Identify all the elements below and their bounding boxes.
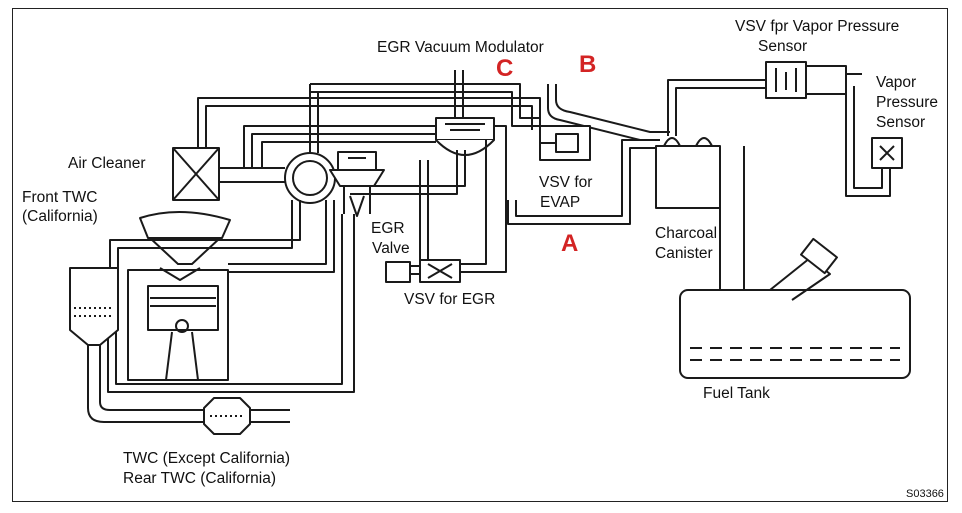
label-vapor-sensor-2: Pressure [876, 94, 939, 111]
figure-code: S03366 [906, 488, 944, 500]
marker-b: B [579, 51, 597, 78]
label-front-twc-1: Front TWC [22, 189, 98, 206]
vsv-vapor-shape [765, 61, 862, 99]
marker-a: A [561, 230, 579, 257]
label-air-cleaner: Air Cleaner [68, 155, 146, 172]
label-vsv-vapor-1: VSV fpr Vapor Pressure [735, 18, 900, 35]
label-charcoal-1: Charcoal [655, 225, 718, 242]
label-twc-1: TWC (Except California) [123, 450, 291, 467]
label-egr-valve-2: Valve [372, 240, 410, 257]
label-vsv-evap-2: EVAP [540, 194, 581, 211]
egr-vacuum-modulator-shape [435, 70, 495, 156]
vapor-pressure-sensor-shape [871, 137, 903, 169]
label-vapor-sensor-3: Sensor [876, 114, 926, 131]
engine-shape [127, 211, 231, 381]
egr-valve-shape [329, 151, 385, 217]
front-twc-shape [69, 267, 119, 360]
fuel-tank-shape [679, 237, 911, 379]
label-vsv-vapor-2: Sensor [758, 38, 808, 55]
vsv-egr-shape [385, 259, 461, 283]
label-vapor-sensor-1: Vapor [876, 74, 917, 91]
label-vsv-egr: VSV for EGR [404, 291, 496, 308]
diagram-frame [12, 8, 948, 502]
label-egr-valve-1: EGR [371, 220, 405, 237]
charcoal-canister-shape [655, 137, 721, 209]
label-front-twc-2: (California) [22, 208, 98, 225]
vsv-evap-shape [539, 125, 591, 161]
label-vsv-evap-1: VSV for [539, 174, 593, 191]
label-egr-vacuum-modulator: EGR Vacuum Modulator [377, 39, 544, 56]
label-charcoal-2: Canister [655, 245, 713, 262]
rear-twc-shape [203, 397, 251, 435]
label-fuel-tank: Fuel Tank [703, 385, 770, 402]
label-twc-2: Rear TWC (California) [123, 470, 277, 487]
marker-c: C [496, 55, 514, 82]
